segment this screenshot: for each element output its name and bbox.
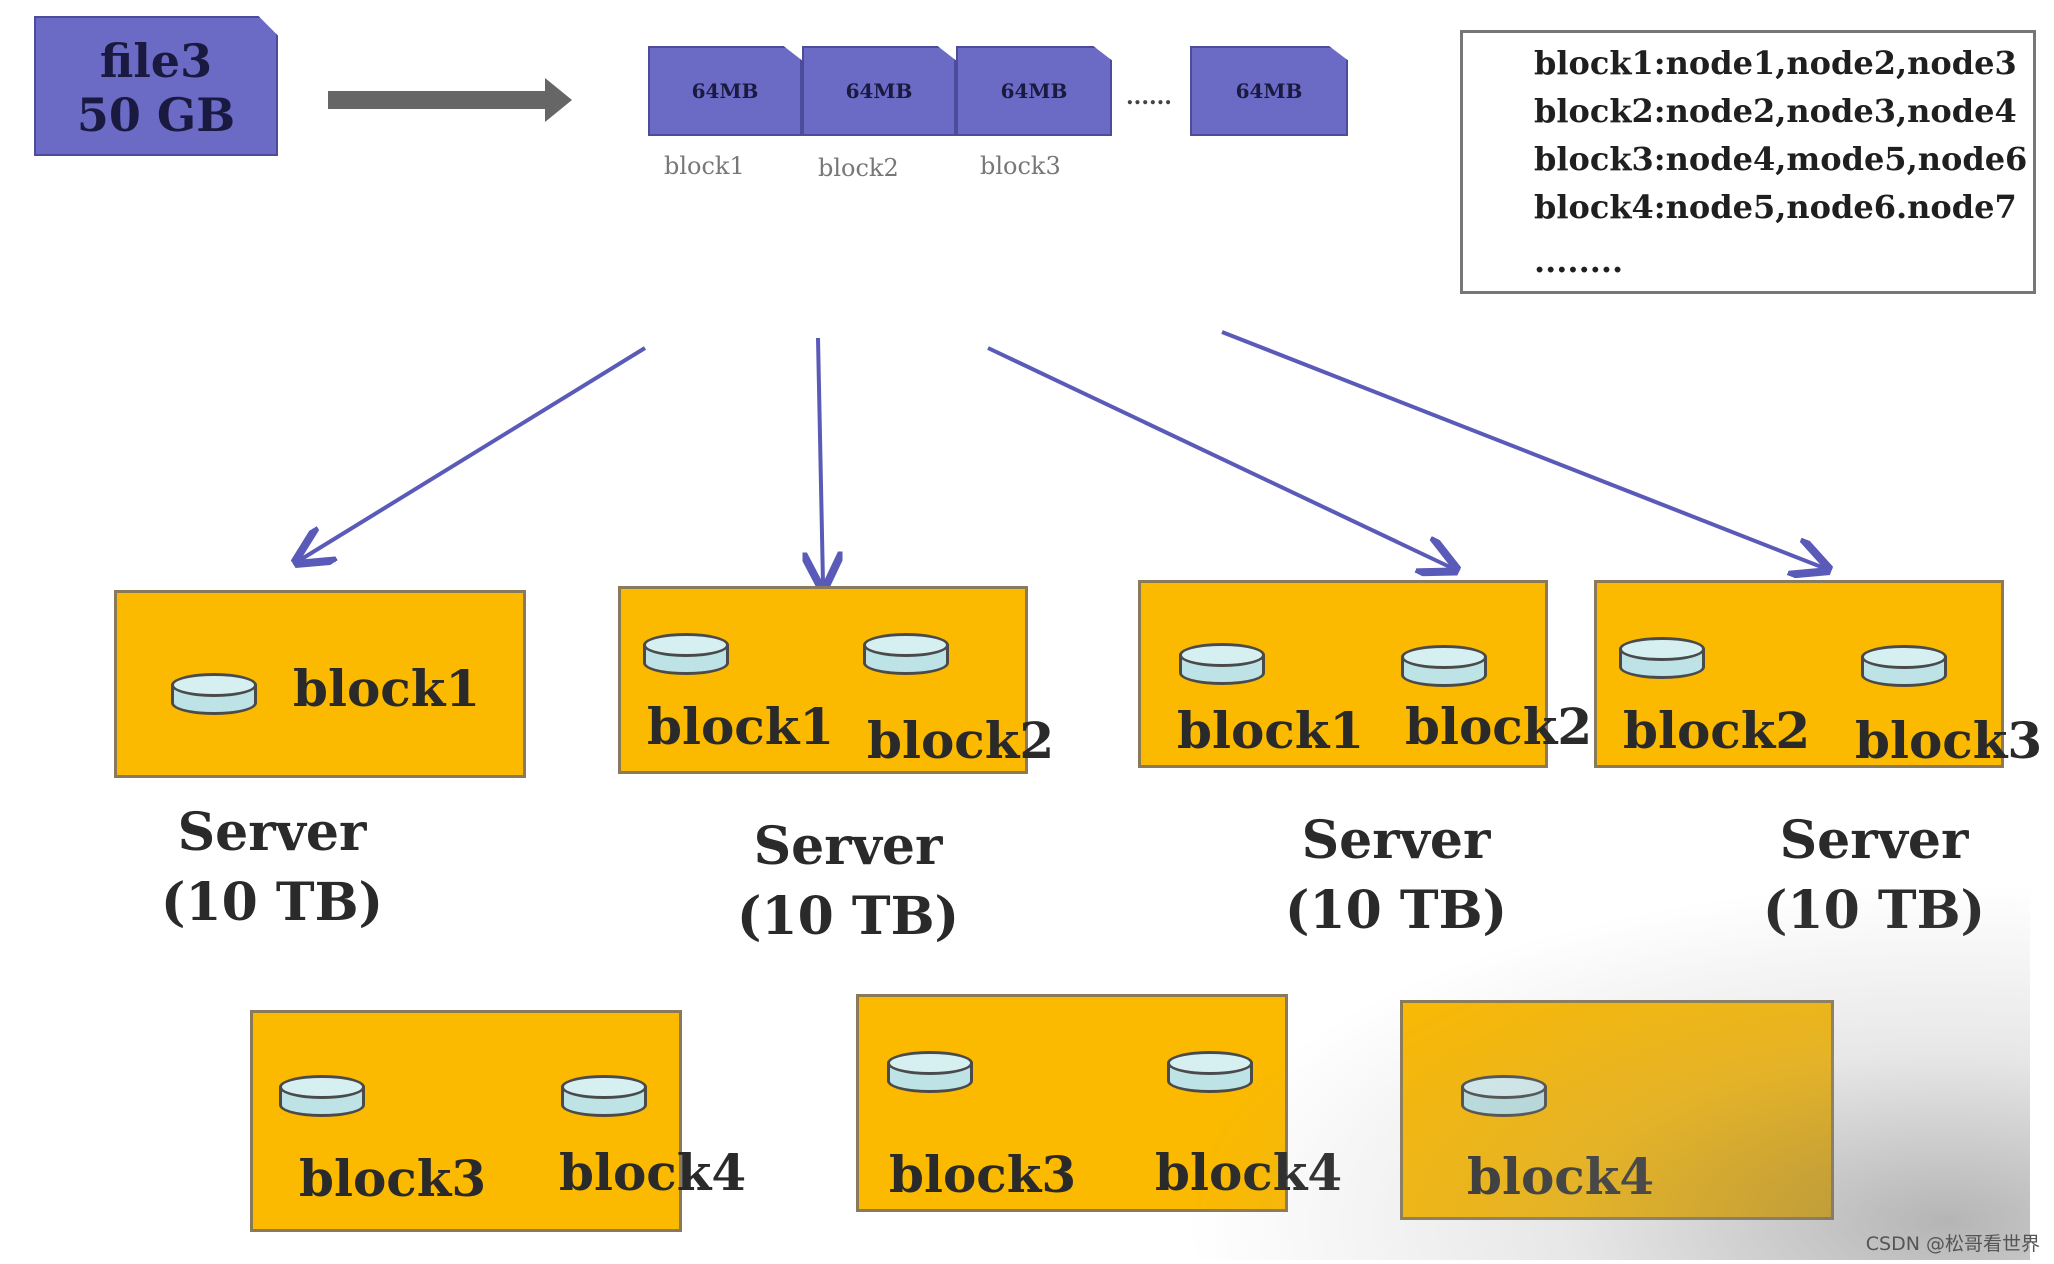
server-6-block-1: block3 <box>889 1145 1077 1204</box>
server-box-4: block2 block3 <box>1594 580 2042 770</box>
disk-icon <box>1179 643 1265 689</box>
server-2-caption: Server (10 TB) <box>718 812 978 952</box>
file-tile: file3 50 GB <box>34 16 278 156</box>
server-1-capacity: (10 TB) <box>160 872 384 933</box>
distribution-arrow-1 <box>300 346 647 560</box>
server-4-block-1: block2 <box>1623 701 1811 760</box>
chunk-size-4: 64MB <box>1235 79 1303 103</box>
server-2-capacity: (10 TB) <box>736 886 960 947</box>
chunk-size-2: 64MB <box>845 79 913 103</box>
server-1-block-1: block1 <box>293 659 481 718</box>
map-line-4: block4:node5,node6.node7 <box>1534 188 2017 226</box>
chunk-tile-2: 64MB <box>802 46 956 136</box>
server-box-3: block1 block2 <box>1138 580 1592 768</box>
chunk-ellipsis: ...... <box>1126 84 1172 110</box>
server-4-capacity: (10 TB) <box>1762 880 1986 941</box>
server-5-block-2: block4 <box>559 1143 747 1202</box>
map-line-5: ........ <box>1534 242 1624 280</box>
map-line-2: block2:node2,node3,node4 <box>1534 92 2017 130</box>
map-line-3: block3:node4,mode5,node6 <box>1534 140 2028 178</box>
chunk-size-1: 64MB <box>691 79 759 103</box>
server-5-block-1: block3 <box>299 1149 487 1208</box>
server-1-caption: Server (10 TB) <box>142 798 402 938</box>
chunk-tile-4: 64MB <box>1190 46 1348 136</box>
server-4-label: Server <box>1779 810 1969 871</box>
chunk-label-3: block3 <box>980 152 1061 180</box>
server-4-caption: Server (10 TB) <box>1744 806 2004 946</box>
disk-icon <box>863 633 949 679</box>
disk-icon <box>1861 645 1947 691</box>
chunk-size-3: 64MB <box>1000 79 1068 103</box>
chunk-tile-3: 64MB <box>956 46 1112 136</box>
split-arrow <box>328 78 572 122</box>
distribution-arrow-3 <box>987 346 1452 568</box>
disk-icon <box>887 1051 973 1097</box>
server-box-6: block3 block4 <box>856 994 1342 1212</box>
server-box-2: block1 block2 <box>618 586 1054 774</box>
server-2-label: Server <box>753 816 943 877</box>
chunk-tile-1: 64MB <box>648 46 802 136</box>
chunk-label-2: block2 <box>818 154 899 182</box>
server-1-label: Server <box>177 802 367 863</box>
server-3-label: Server <box>1301 810 1491 871</box>
map-line-1: block1:node1,node2,node3 <box>1534 44 2017 82</box>
server-4-block-2: block3 <box>1855 711 2043 770</box>
server-2-block-1: block1 <box>647 697 835 756</box>
server-3-caption: Server (10 TB) <box>1266 806 1526 946</box>
chunk-label-1: block1 <box>664 152 745 180</box>
server-box-1: block1 <box>114 590 526 778</box>
server-2-block-2: block2 <box>867 711 1055 770</box>
file-size: 50 GB <box>76 88 236 142</box>
watermark: CSDN @松哥看世界 <box>1865 1233 2040 1255</box>
disk-icon <box>561 1075 647 1121</box>
disk-icon <box>1461 1075 1547 1121</box>
disk-icon <box>1401 645 1487 691</box>
disk-icon <box>1619 637 1705 683</box>
server-7-block-1: block4 <box>1467 1147 1655 1206</box>
server-6-block-2: block4 <box>1155 1143 1343 1202</box>
disk-icon <box>643 633 729 679</box>
disk-icon <box>279 1075 365 1121</box>
disk-icon <box>171 673 257 719</box>
disk-icon <box>1167 1051 1253 1097</box>
distribution-arrow-2 <box>818 337 823 584</box>
server-box-5: block3 block4 <box>250 1010 746 1232</box>
server-box-7: block4 <box>1400 1000 1834 1220</box>
distribution-arrow-4 <box>1221 330 1824 568</box>
server-3-capacity: (10 TB) <box>1284 880 1508 941</box>
file-name: file3 <box>99 34 213 88</box>
server-3-block-2: block2 <box>1405 697 1593 756</box>
server-3-block-1: block1 <box>1177 701 1365 760</box>
block-node-map <box>1460 30 2036 294</box>
